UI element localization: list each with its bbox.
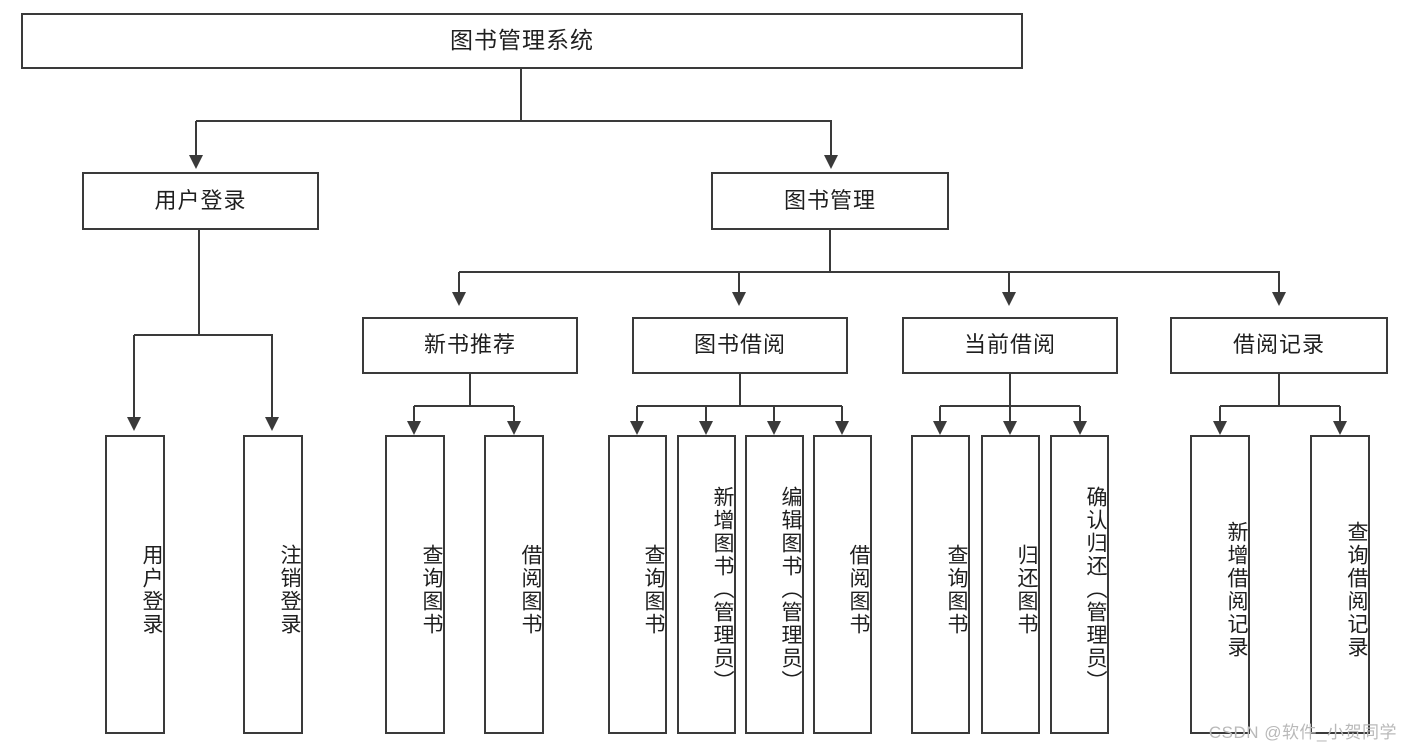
- edge-manage-drop-1: [738, 272, 740, 292]
- arrowhead-root-0: [189, 155, 203, 169]
- edge-group-drop-1-0: [636, 406, 638, 421]
- node-leaf-add-record[interactable]: 新增借阅记录: [1190, 435, 1250, 734]
- arrowhead-group-0-1: [507, 421, 521, 435]
- edge-group-stem-3: [1278, 374, 1280, 406]
- arrowhead-group-2-0: [933, 421, 947, 435]
- arrowhead-login-1: [265, 417, 279, 431]
- node-leaf-return-book[interactable]: 归还图书: [981, 435, 1040, 734]
- node-leaf-query-book-2[interactable]: 查询图书: [608, 435, 667, 734]
- arrowhead-manage-1: [732, 292, 746, 306]
- node-label: 新增借阅记录: [1225, 520, 1248, 659]
- node-leaf-confirm-return[interactable]: 确认归还（管理员）: [1050, 435, 1109, 734]
- arrowhead-group-1-0: [630, 421, 644, 435]
- node-label: 借阅图书: [519, 543, 542, 636]
- edge-group-bar-3: [1220, 405, 1340, 407]
- node-leaf-query-book-3[interactable]: 查询图书: [911, 435, 970, 734]
- node-new-book-rec[interactable]: 新书推荐: [362, 317, 578, 374]
- edge-group-drop-1-1: [705, 406, 707, 421]
- arrowhead-group-1-1: [699, 421, 713, 435]
- arrowhead-manage-0: [452, 292, 466, 306]
- edge-manage-drop-0: [458, 272, 460, 292]
- node-label: 借阅图书: [847, 543, 870, 636]
- node-book-borrow[interactable]: 图书借阅: [632, 317, 848, 374]
- node-label: 新增图书（管理员）: [711, 486, 734, 693]
- node-label: 借阅记录: [1232, 332, 1325, 358]
- node-label: 查询图书: [945, 543, 968, 636]
- node-label: 归还图书: [1015, 543, 1038, 636]
- edge-group-drop-1-3: [841, 406, 843, 421]
- arrowhead-login-0: [127, 417, 141, 431]
- arrowhead-group-0-0: [407, 421, 421, 435]
- node-label: 用户登录: [140, 543, 163, 636]
- edge-manage-bar: [459, 271, 1280, 273]
- node-label: 当前借阅: [963, 332, 1056, 358]
- edge-manage-stem: [829, 230, 831, 273]
- node-label: 确认归还（管理员）: [1084, 486, 1107, 693]
- node-label: 注销登录: [278, 543, 301, 636]
- watermark: CSDN @软件_小贺同学: [1208, 723, 1397, 742]
- edge-login-drop-0: [133, 335, 135, 417]
- arrowhead-group-1-2: [767, 421, 781, 435]
- edge-login-bar: [134, 334, 273, 336]
- node-leaf-edit-book[interactable]: 编辑图书（管理员）: [745, 435, 804, 734]
- edge-group-stem-2: [1009, 374, 1011, 406]
- node-book-manage[interactable]: 图书管理: [711, 172, 949, 230]
- arrowhead-group-2-1: [1003, 421, 1017, 435]
- node-label: 查询图书: [642, 543, 665, 636]
- node-borrow-record[interactable]: 借阅记录: [1170, 317, 1388, 374]
- edge-root-bar: [196, 120, 832, 122]
- edge-group-drop-2-2: [1079, 406, 1081, 421]
- node-label: 图书借阅: [693, 332, 786, 358]
- node-leaf-borrow-book-2[interactable]: 借阅图书: [813, 435, 872, 734]
- node-label: 新书推荐: [423, 332, 516, 358]
- edge-group-drop-1-2: [773, 406, 775, 421]
- arrowhead-manage-2: [1002, 292, 1016, 306]
- edge-manage-drop-3: [1278, 272, 1280, 292]
- edge-group-drop-3-1: [1339, 406, 1341, 421]
- edge-group-drop-3-0: [1219, 406, 1221, 421]
- node-user-login[interactable]: 用户登录: [82, 172, 319, 230]
- edge-group-bar-0: [414, 405, 514, 407]
- node-current-borrow[interactable]: 当前借阅: [902, 317, 1118, 374]
- node-leaf-query-record[interactable]: 查询借阅记录: [1310, 435, 1370, 734]
- arrowhead-group-3-1: [1333, 421, 1347, 435]
- edge-group-drop-0-1: [513, 406, 515, 421]
- node-label: 查询借阅记录: [1345, 520, 1368, 659]
- node-leaf-query-book-1[interactable]: 查询图书: [385, 435, 445, 734]
- edge-login-drop-1: [271, 335, 273, 417]
- node-leaf-add-book[interactable]: 新增图书（管理员）: [677, 435, 736, 734]
- edge-login-stem: [198, 230, 200, 336]
- arrowhead-root-1: [824, 155, 838, 169]
- edge-group-drop-2-0: [939, 406, 941, 421]
- arrowhead-manage-3: [1272, 292, 1286, 306]
- arrowhead-group-1-3: [835, 421, 849, 435]
- arrowhead-group-3-0: [1213, 421, 1227, 435]
- edge-root-drop-1: [830, 121, 832, 155]
- edge-root-drop-0: [195, 121, 197, 155]
- node-label: 编辑图书（管理员）: [779, 486, 802, 693]
- edge-group-drop-2-1: [1009, 406, 1011, 421]
- node-leaf-borrow-book-1[interactable]: 借阅图书: [484, 435, 544, 734]
- edge-manage-drop-2: [1008, 272, 1010, 292]
- node-label: 用户登录: [154, 187, 247, 213]
- node-label: 图书管理: [783, 187, 876, 213]
- edge-group-bar-1: [637, 405, 842, 407]
- edge-group-stem-1: [739, 374, 741, 406]
- node-root[interactable]: 图书管理系统: [21, 13, 1023, 69]
- node-label: 查询图书: [420, 543, 443, 636]
- node-leaf-logout[interactable]: 注销登录: [243, 435, 303, 734]
- arrowhead-group-2-2: [1073, 421, 1087, 435]
- edge-root-stem: [520, 69, 522, 122]
- node-label: 图书管理系统: [450, 27, 594, 54]
- edge-group-stem-0: [469, 374, 471, 406]
- node-leaf-user-login[interactable]: 用户登录: [105, 435, 165, 734]
- edge-group-drop-0-0: [413, 406, 415, 421]
